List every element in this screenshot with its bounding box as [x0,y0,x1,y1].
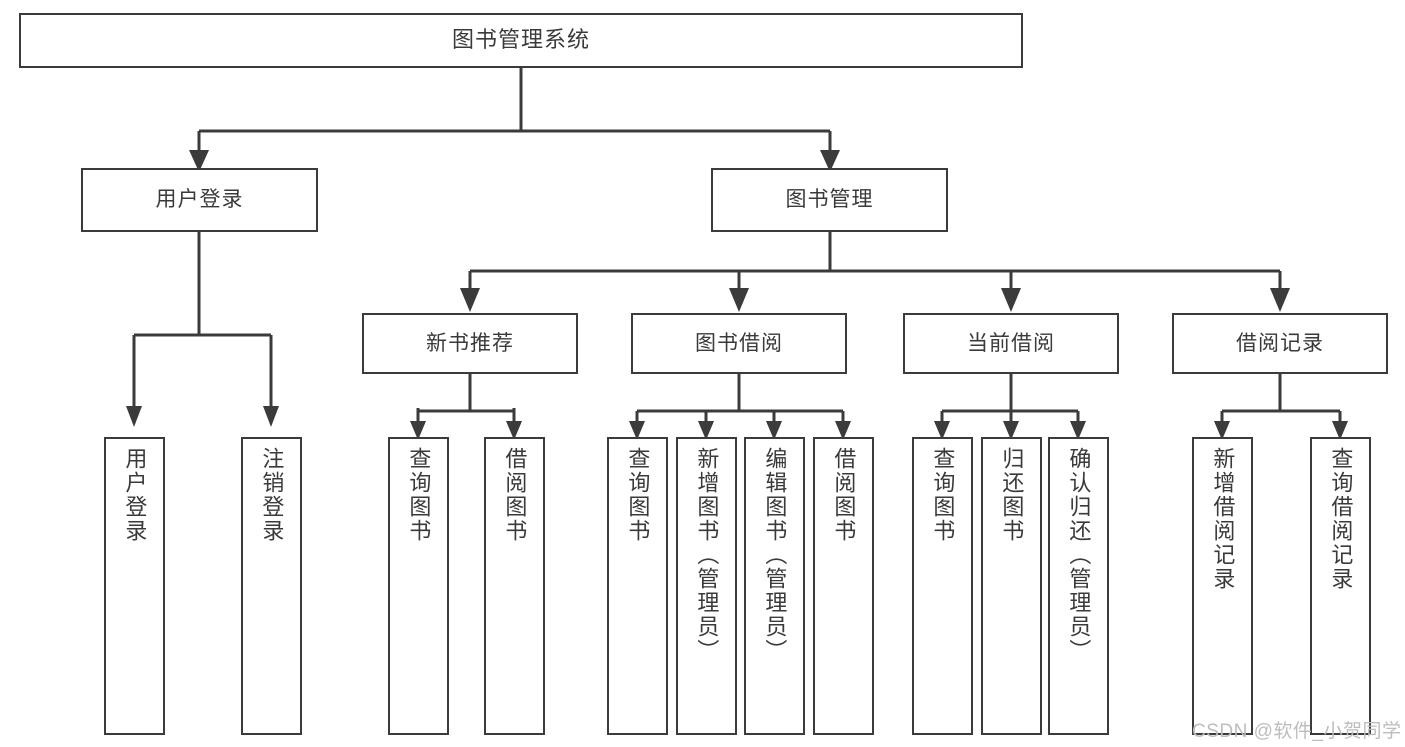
node-label: 新书推荐 [426,331,514,355]
node-label: 借阅记录 [1236,331,1324,355]
leaf-query-book-recommend[interactable]: 查询图书 [388,437,449,735]
leaf-borrow-book[interactable]: 借阅图书 [813,437,874,735]
node-current-borrow[interactable]: 当前借阅 [903,313,1119,374]
leaf-query-book-borrow[interactable]: 查询图书 [607,437,668,735]
node-label: 注销登录 [259,447,285,543]
node-new-book-recommend[interactable]: 新书推荐 [362,313,578,374]
node-label: 图书管理系统 [451,27,590,53]
node-label: 当前借阅 [967,331,1055,355]
leaf-confirm-return-admin[interactable]: 确认归还（管理员） [1048,437,1109,735]
node-book-management[interactable]: 图书管理 [711,168,948,232]
leaf-logout[interactable]: 注销登录 [241,437,302,735]
node-label: 查询图书 [625,447,651,543]
node-label: 新增图书（管理员） [694,447,720,663]
node-user-login[interactable]: 用户登录 [81,168,318,232]
node-book-borrow[interactable]: 图书借阅 [631,313,847,374]
node-label: 图书管理 [785,188,874,212]
node-label: 借阅图书 [831,447,857,543]
leaf-user-login[interactable]: 用户登录 [104,437,165,735]
leaf-query-borrow-record[interactable]: 查询借阅记录 [1310,437,1371,735]
node-label: 查询图书 [930,447,956,543]
leaf-add-borrow-record[interactable]: 新增借阅记录 [1192,437,1253,735]
node-label: 借阅图书 [502,447,528,543]
node-borrow-record[interactable]: 借阅记录 [1172,313,1388,374]
leaf-query-book-current[interactable]: 查询图书 [912,437,973,735]
leaf-edit-book-admin[interactable]: 编辑图书（管理员） [744,437,805,735]
node-label: 用户登录 [155,188,244,212]
node-label: 归还图书 [999,447,1025,543]
node-root-system[interactable]: 图书管理系统 [19,13,1023,68]
node-label: 查询图书 [406,447,432,543]
node-label: 查询借阅记录 [1328,447,1354,591]
node-label: 新增借阅记录 [1210,447,1236,591]
csdn-watermark: CSDN @软件_小贺同学 [1192,721,1402,742]
node-label: 编辑图书（管理员） [762,447,788,663]
leaf-borrow-book-recommend[interactable]: 借阅图书 [484,437,545,735]
node-label: 确认归还（管理员） [1066,447,1092,663]
leaf-add-book-admin[interactable]: 新增图书（管理员） [676,437,737,735]
node-label: 图书借阅 [695,331,783,355]
leaf-return-book[interactable]: 归还图书 [981,437,1042,735]
node-label: 用户登录 [122,447,148,543]
